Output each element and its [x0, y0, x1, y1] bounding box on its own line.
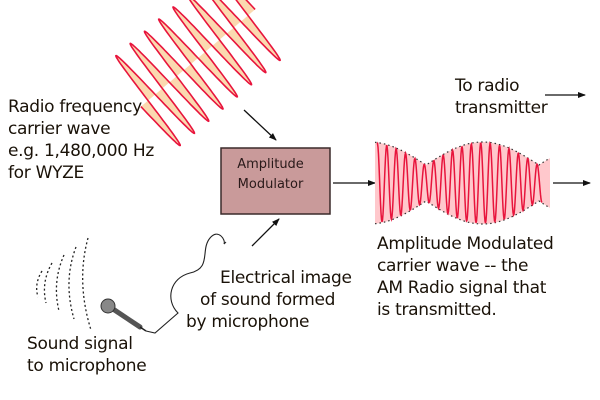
am-label-line: AM Radio signal that — [377, 278, 547, 298]
transmitter-label: To radio transmitter — [455, 75, 548, 119]
electrical-label-line: by microphone — [186, 312, 310, 332]
sound-label-line: to microphone — [27, 356, 147, 376]
microphone-icon — [100, 298, 147, 332]
am-carrier-line — [376, 141, 543, 224]
am-label-line: carrier wave -- the — [377, 256, 529, 276]
am-label-line: Amplitude Modulated — [377, 234, 554, 254]
carrier-to-modulator-arrow — [243, 109, 277, 141]
sound-signal-label: Sound signal to microphone — [27, 333, 147, 377]
electrical-label-line: Electrical image — [220, 268, 352, 288]
carrier-wave-label: Radio frequency carrier wave e.g. 1,480,… — [8, 96, 154, 184]
electrical-image-label: Electrical image of sound formed by micr… — [186, 267, 352, 333]
am-modulated-wave-icon — [374, 141, 551, 225]
carrier-label-line: carrier wave — [8, 119, 111, 139]
amplitude-modulator-box — [220, 147, 331, 215]
carrier-wave-icon — [115, 0, 281, 147]
sound-waves-icon — [36, 237, 92, 331]
electrical-label-line: of sound formed — [200, 290, 336, 310]
transmitter-label-line: transmitter — [455, 98, 548, 118]
electrical-to-modulator-arrow — [251, 218, 280, 247]
carrier-label-line: e.g. 1,480,000 Hz — [8, 141, 154, 161]
transmitter-label-line: To radio — [455, 76, 520, 96]
am-label-line: is transmitted. — [377, 300, 497, 320]
modulator-label-line: Modulator — [237, 177, 304, 192]
carrier-label-line: Radio frequency — [8, 97, 142, 117]
modulator-label: Amplitude Modulator — [208, 155, 333, 195]
sound-label-line: Sound signal — [27, 334, 133, 354]
modulator-label-line: Amplitude — [237, 157, 304, 172]
am-envelope-bottom — [374, 200, 551, 225]
carrier-wave-line — [115, 0, 281, 147]
microphone-cable — [145, 233, 227, 334]
am-wave-label: Amplitude Modulated carrier wave -- the … — [377, 233, 554, 321]
carrier-label-line: for WYZE — [8, 163, 84, 183]
am-envelope-top — [374, 141, 551, 166]
